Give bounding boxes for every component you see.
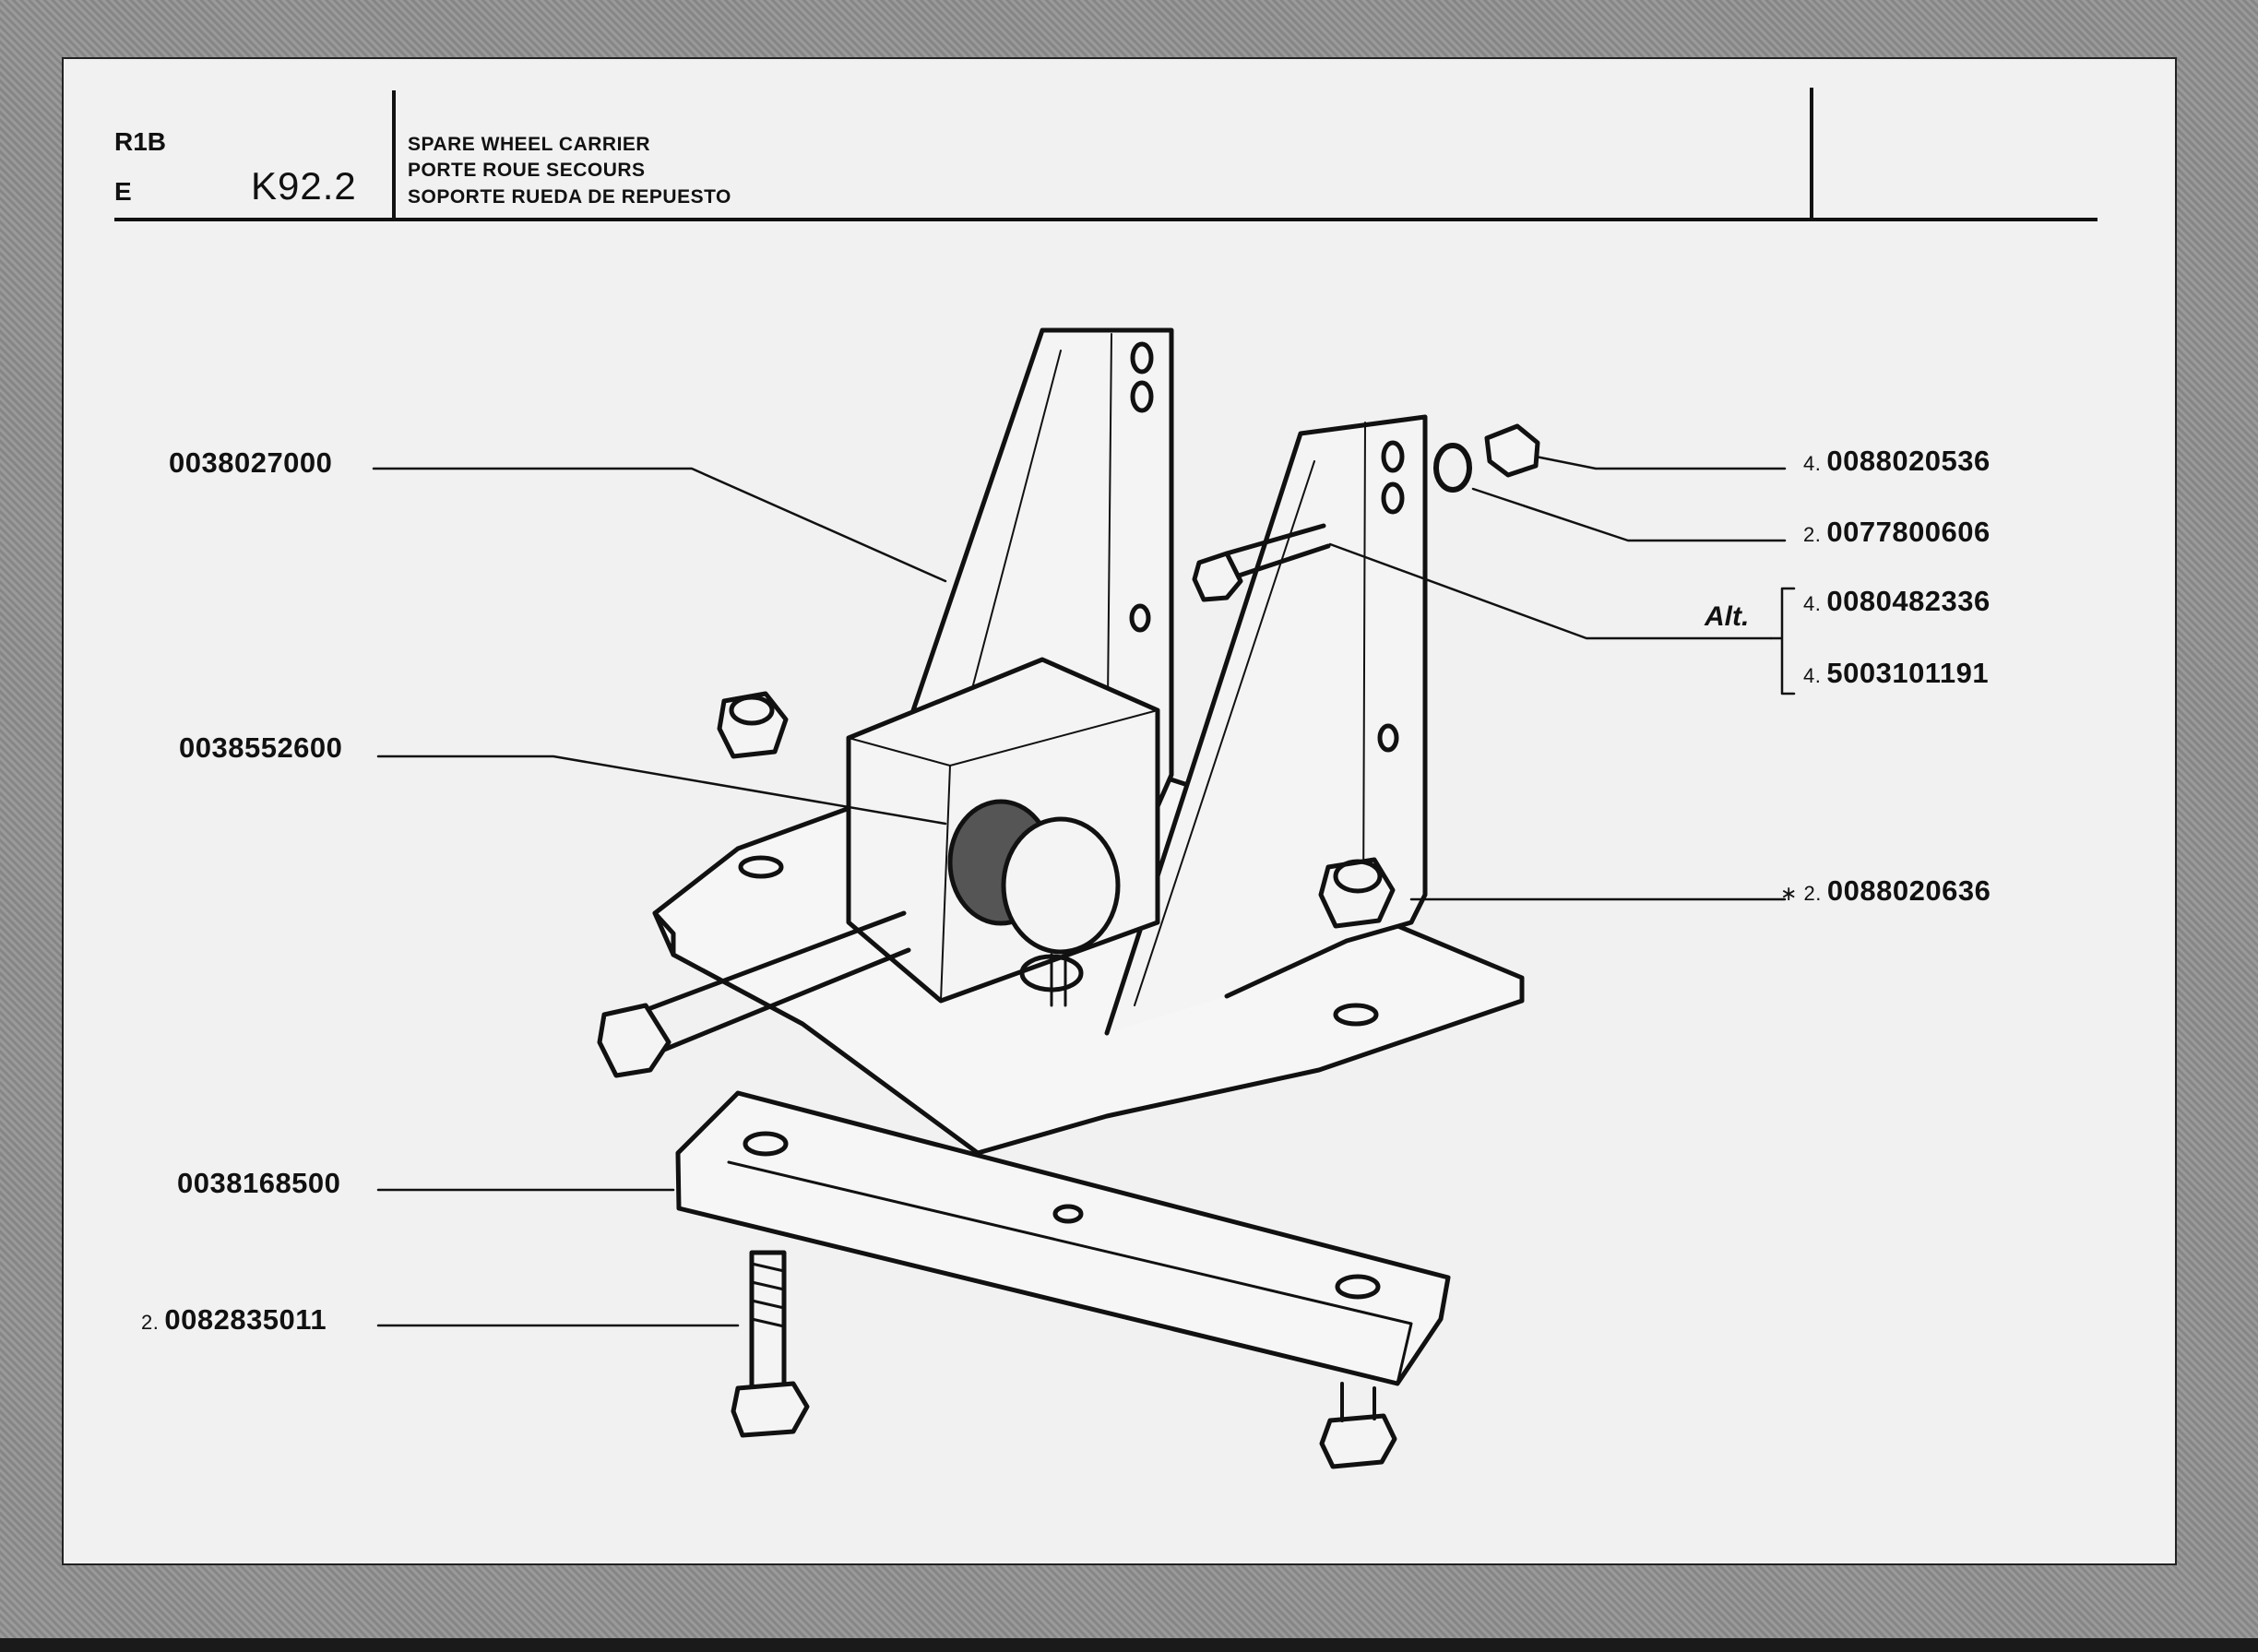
label-alt-2: 4.5003101191 [1803, 657, 1989, 690]
variant-code: E [114, 177, 132, 206]
leader-washer [1471, 487, 1787, 542]
label-crossmember: 0038168500 [177, 1167, 340, 1200]
plate-hole [1019, 954, 1084, 992]
part-number: 0038027000 [169, 446, 333, 479]
part-number: 0082835011 [164, 1303, 327, 1336]
right-upright-inner [1134, 422, 1366, 1006]
top-nut [1484, 423, 1540, 478]
model-code: R1B [114, 127, 167, 156]
bottom-bolt-left-thread [750, 1262, 786, 1328]
part-number: 0038168500 [177, 1167, 341, 1199]
part-qty: 2. [1803, 523, 1822, 546]
plate-hole [738, 855, 784, 879]
label-knob: 0038552600 [179, 731, 342, 765]
bottom-nut-right [1319, 1413, 1397, 1469]
part-number: 0038552600 [179, 731, 343, 764]
crossmember-hole [1052, 1204, 1084, 1224]
label-nyloc-nut: ∗ 2.0088020636 [1780, 874, 1991, 908]
leader-bracket [372, 467, 947, 583]
upright-hole [1381, 481, 1405, 515]
part-qty: 4. [1803, 452, 1822, 475]
knob-spindle [1050, 953, 1067, 1007]
alt-label: Alt. [1705, 601, 1750, 632]
label-bracket: 0038027000 [169, 446, 332, 480]
base-plate-edge [652, 910, 676, 957]
header-divider-right [1810, 88, 1813, 221]
label-alt-1: 4.0080482336 [1803, 585, 1991, 618]
upright-hole [1130, 380, 1154, 413]
bottom-nut-left [731, 1381, 810, 1438]
nyloc-nut-right-top [1333, 859, 1383, 894]
header-divider-left [392, 90, 396, 221]
part-number: 0077800606 [1826, 516, 1991, 548]
label-top-nut: 4.0088020536 [1803, 445, 1991, 478]
part-number: 0080482336 [1826, 585, 1991, 617]
upright-hole [1381, 440, 1405, 473]
scan-bottom-edge [0, 1638, 2258, 1652]
upright-hole [1130, 341, 1154, 374]
washer [1433, 443, 1472, 493]
long-bolt [643, 910, 911, 1054]
part-qty: 4. [1803, 592, 1822, 615]
bottom-bolt-right [1340, 1382, 1376, 1422]
upright-hole [1129, 603, 1151, 633]
part-qty: ∗ 2. [1780, 882, 1822, 905]
part-qty: 4. [1803, 664, 1822, 687]
leader-knob [376, 755, 947, 826]
long-bolt-head [597, 1003, 671, 1078]
crossmember-hole [743, 1131, 789, 1157]
title-spanish: SOPORTE RUEDA DE REPUESTO [408, 186, 731, 208]
crossmember-edge [727, 1160, 1413, 1385]
crossmember [675, 1090, 1451, 1386]
alt-bracket [1769, 587, 1796, 695]
knob-face [1001, 816, 1121, 955]
plate-hole [1333, 1003, 1379, 1027]
knob-housing-edge [848, 709, 1159, 1002]
label-washer: 2.0077800606 [1803, 516, 1991, 549]
label-bottom-bolt: 2.0082835011 [141, 1303, 327, 1337]
part-qty: 2. [141, 1311, 160, 1334]
part-number: 5003101191 [1826, 657, 1990, 689]
title-french: PORTE ROUE SECOURS [408, 160, 646, 181]
leader-top-nut [1534, 455, 1787, 470]
upright-hole [1377, 723, 1399, 753]
crossmember-hole [1335, 1274, 1381, 1300]
small-bolt-head [1192, 551, 1243, 602]
small-bolt [1224, 523, 1331, 579]
part-number: 0088020536 [1826, 445, 1991, 477]
page-reference: K92.2 [251, 164, 357, 208]
header-rule [114, 218, 2098, 221]
part-number: 0088020636 [1826, 874, 1991, 907]
title-english: SPARE WHEEL CARRIER [408, 134, 651, 155]
leader-alt [1328, 542, 1773, 640]
nyloc-nut-left-top [729, 695, 775, 726]
